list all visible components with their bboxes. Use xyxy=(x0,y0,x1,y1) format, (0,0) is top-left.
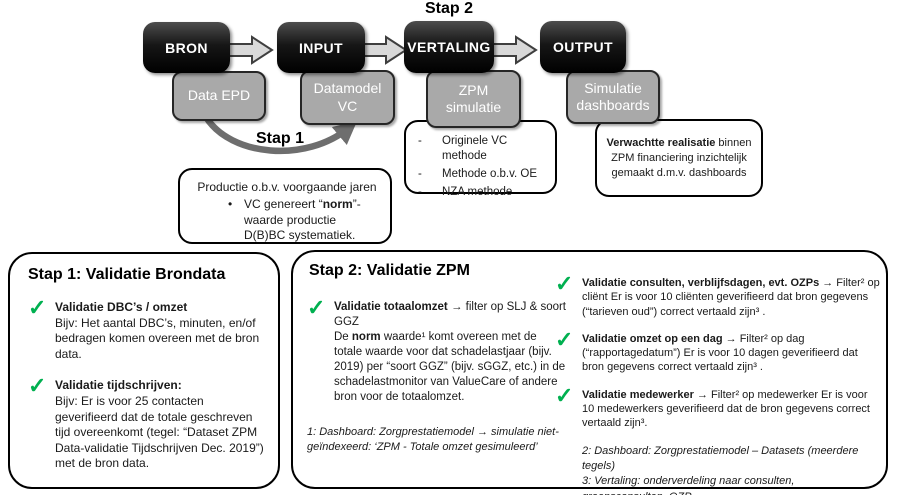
validation-item-head: Validatie omzet op een dag xyxy=(582,332,723,345)
footnote-2: 2: Dashboard: Zorgprestatiemodel – Datas… xyxy=(582,444,859,473)
footnote-1: 1: Dashboard: Zorgprestatiemodel → simul… xyxy=(307,425,559,453)
validation-item-text: Validatie totaalomzet → filter op SLJ & … xyxy=(334,300,567,405)
method-item: - NZA methode xyxy=(418,185,549,200)
validation-item-text: Validatie omzet op een dag → Filter² op … xyxy=(582,332,881,375)
validation-item: ✓ Validatie omzet op een dag → Filter² o… xyxy=(555,326,881,375)
stap2-left-column: ✓ Validatie totaalomzet → filter op SLJ … xyxy=(307,295,567,455)
productie-seg2: ”- waarde productie D(B)BC systematiek. xyxy=(244,197,361,243)
footnote-3: 3: Vertaling: onderverdeling naar consul… xyxy=(582,475,795,495)
validation-item-head: Validatie DBC’s / omzet xyxy=(55,300,188,314)
stap1-validation-box: Stap 1: Validatie Brondata ✓ Validatie D… xyxy=(8,252,280,489)
check-icon: ✓ xyxy=(555,326,574,352)
check-icon: ✓ xyxy=(28,373,47,399)
validation-item-rest: → Filter² op cliënt Er is voor 10 cliënt… xyxy=(582,277,880,318)
validation-item-head-rest: → filter op SLJ & soort GGZ xyxy=(334,301,567,328)
stap2-validation-box: Stap 2: Validatie ZPM ✓ Validatie totaal… xyxy=(291,250,888,495)
method-item: - Methode o.b.v. OE xyxy=(418,167,549,182)
stage-bron: BRON xyxy=(143,22,230,73)
productie-bullet-text: VC genereert “norm”- waarde productie D(… xyxy=(244,197,380,243)
method-label: Methode o.b.v. OE xyxy=(442,167,538,180)
validation-item: ✓ Validatie tijdschrijven: Bijv: Er is v… xyxy=(28,373,264,472)
body-seg1: De xyxy=(334,330,352,343)
dash-bullet: - xyxy=(418,185,422,198)
stap2-right-column: ✓ Validatie consulten, verblijfsdagen, e… xyxy=(555,271,881,495)
substage-zpm-simulatie: ZPM simulatie xyxy=(426,70,521,128)
body-bold: norm xyxy=(351,330,381,343)
footnote-2-3: 2: Dashboard: Zorgprestatiemodel – Datas… xyxy=(582,444,881,495)
validation-item: ✓ Validatie medewerker → Filter² op mede… xyxy=(555,382,881,431)
stage-output: OUTPUT xyxy=(540,21,626,73)
check-icon: ✓ xyxy=(555,382,574,408)
validation-item-rest: → Filter² op dag (“rapportagedatum”) Er … xyxy=(582,332,858,374)
productie-seg1: VC genereert “ xyxy=(244,197,323,212)
stap2-pipeline-label: Stap 2 xyxy=(424,0,473,17)
validation-item-text: Validatie medewerker → Filter² op medewe… xyxy=(582,388,881,431)
arrow-right-icon xyxy=(227,35,274,65)
validation-item-head: Validatie medewerker xyxy=(582,388,694,401)
validation-item-text: Validatie consulten, verblijfsdagen, evt… xyxy=(582,276,881,319)
validation-item-text: Validatie tijdschrijven: Bijv: Er is voo… xyxy=(55,378,264,472)
productie-note: Productie o.b.v. voorgaande jaren • VC g… xyxy=(178,168,392,244)
stap1-pipeline-label: Stap 1 xyxy=(255,130,304,147)
validation-item-head: Validatie consulten, verblijfsdagen, evt… xyxy=(582,277,820,289)
validation-item-head: Validatie totaalomzet xyxy=(334,301,448,313)
dash-bullet: - xyxy=(418,167,422,180)
check-icon: ✓ xyxy=(307,295,326,320)
dash-bullet: - xyxy=(418,135,422,147)
method-item: - Originele VC methode xyxy=(418,134,549,164)
stage-input: INPUT xyxy=(277,22,365,73)
validation-item-text: Validatie DBC’s / omzet Bijv: Het aantal… xyxy=(55,300,264,362)
check-icon: ✓ xyxy=(28,295,47,320)
productie-bold: norm xyxy=(322,197,353,212)
curved-arrow-icon xyxy=(202,113,358,155)
arrow-right-icon xyxy=(491,35,538,65)
substage-data-epd: Data EPD xyxy=(172,71,266,121)
substage-datamodel-vc: Datamodel VC xyxy=(300,70,395,125)
productie-line1: Productie o.b.v. voorgaande jaren xyxy=(197,180,377,194)
validation-item: ✓ Validatie consulten, verblijfsdagen, e… xyxy=(555,271,881,319)
vertaling-methods-note: - Originele VC methode - Methode o.b.v. … xyxy=(404,120,557,198)
output-note-rest: binnen ZPM financiering inzichtelijk gem… xyxy=(611,137,752,179)
body-seg2: waarde¹ komt overeen met de totale waard… xyxy=(334,330,566,403)
dot-bullet: • xyxy=(228,197,233,212)
substage-simulatie-dashboards: Simulatie dashboards xyxy=(566,70,660,124)
stage-vertaling: VERTALING xyxy=(404,21,494,73)
check-icon: ✓ xyxy=(555,271,574,296)
validation-item-body: Bijv: Het aantal DBC’s, minuten, en/of b… xyxy=(55,315,260,361)
output-note-bold: Verwachtte realisatie xyxy=(606,137,716,149)
stap1-box-title: Stap 1: Validatie Brondata xyxy=(28,266,226,283)
productie-bullet-item: • VC genereert “norm”- waarde productie … xyxy=(194,197,380,243)
stap2-box-title: Stap 2: Validatie ZPM xyxy=(309,262,470,279)
output-realisatie-note: Verwachtte realisatie binnen ZPM financi… xyxy=(595,119,763,197)
method-label: Originele VC methode xyxy=(442,135,508,162)
arrow-right-icon xyxy=(361,35,408,65)
validation-item: ✓ Validatie totaalomzet → filter op SLJ … xyxy=(307,295,567,405)
validation-item-head: Validatie tijdschrijven: xyxy=(55,378,182,393)
method-label: NZA methode xyxy=(442,185,513,198)
validation-item-rest: → Filter² op medewerker Er is voor 10 me… xyxy=(582,388,870,430)
validation-item-body: Bijv: Er is voor 25 contacten geverifiee… xyxy=(55,393,264,471)
validation-item: ✓ Validatie DBC’s / omzet Bijv: Het aant… xyxy=(28,295,264,362)
